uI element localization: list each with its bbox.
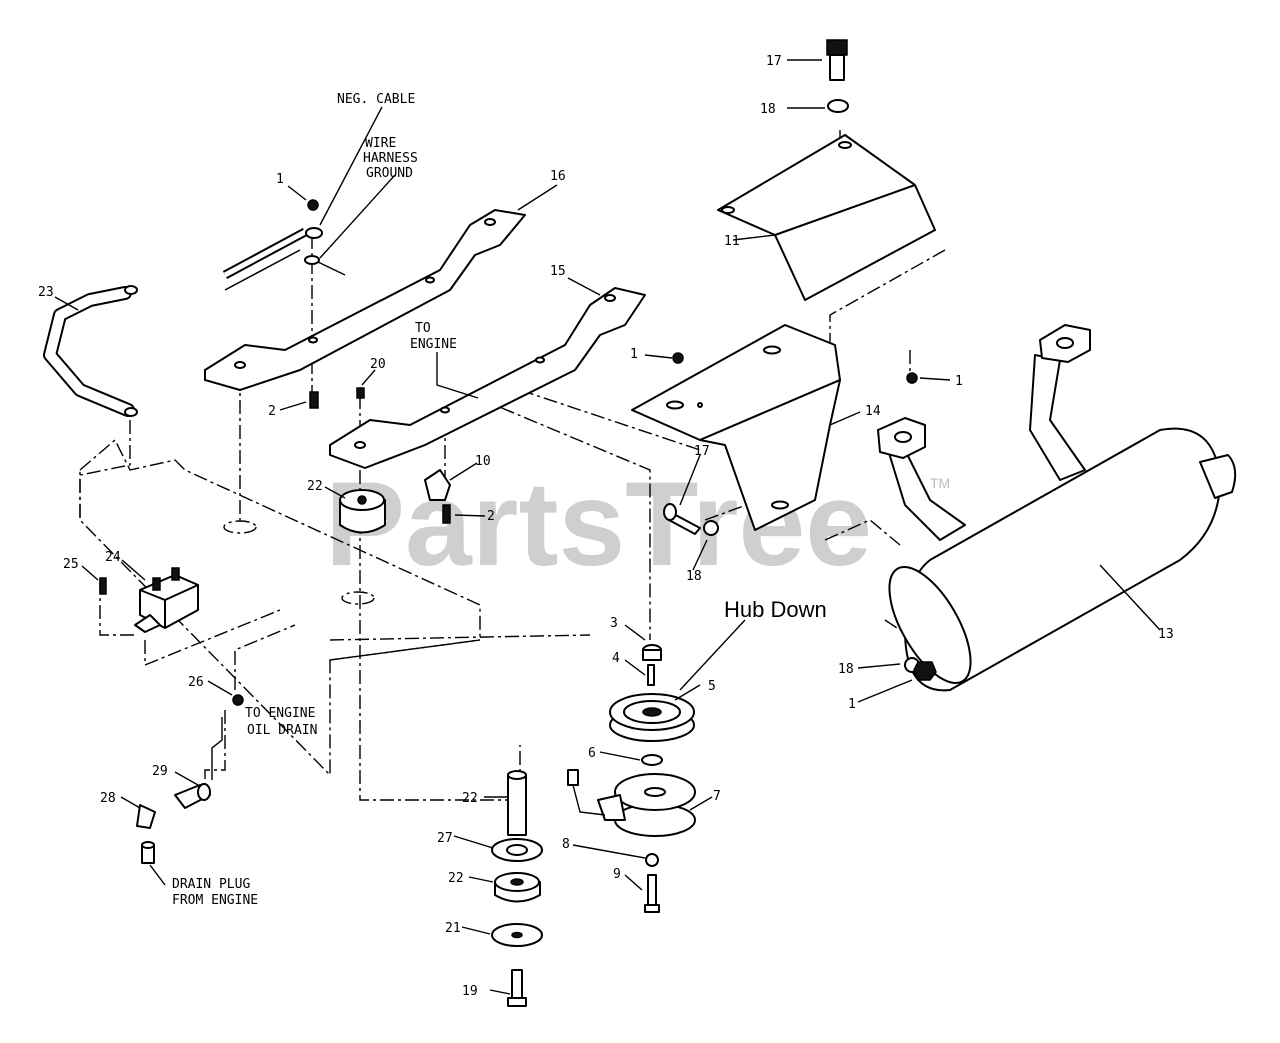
frame-outline xyxy=(79,438,481,777)
negative-cable-and-harness xyxy=(222,227,346,291)
note-wire-harness-3: GROUND xyxy=(366,166,413,181)
note-drain-plug-1: DRAIN PLUG xyxy=(172,877,250,892)
part-15-mounting-bracket xyxy=(329,287,646,469)
callout: 25 xyxy=(63,557,79,572)
callout: 10 xyxy=(475,454,491,469)
part-13-muffler xyxy=(877,324,1237,692)
callout: 28 xyxy=(100,791,116,806)
part-22-isolator-upper xyxy=(339,489,386,534)
callout: 23 xyxy=(38,285,54,300)
callout: 8 xyxy=(562,837,570,852)
callout: 22 xyxy=(448,871,464,886)
part-24-solenoid xyxy=(134,567,199,633)
note-hub-down: Hub Down xyxy=(724,597,827,622)
callout: 6 xyxy=(588,746,596,761)
note-drain-plug-2: FROM ENGINE xyxy=(172,893,258,908)
callout: 2 xyxy=(487,509,495,524)
callout: 13 xyxy=(1158,627,1174,642)
callout: 1 xyxy=(276,172,284,187)
note-oil-drain-2: OIL DRAIN xyxy=(247,723,317,738)
callout: 17 xyxy=(694,444,710,459)
callout-leaders xyxy=(54,59,1161,995)
callout: 18 xyxy=(838,662,854,677)
note-neg-cable: NEG. CABLE xyxy=(337,92,415,107)
callout: 4 xyxy=(612,651,620,666)
callout: 11 xyxy=(724,234,740,249)
callout-numbers: 17 18 16 11 1 23 15 1 1 20 2 14 10 22 17… xyxy=(38,54,1174,999)
callout: 19 xyxy=(462,984,478,999)
callout: 21 xyxy=(445,921,461,936)
callout: 5 xyxy=(708,679,716,694)
part-23-battery-cable xyxy=(43,285,138,417)
callout: 1 xyxy=(955,374,963,389)
part-14-shield xyxy=(631,324,841,531)
callout: 17 xyxy=(766,54,782,69)
callout: 2 xyxy=(268,404,276,419)
note-oil-drain-1: TO ENGINE xyxy=(245,706,315,721)
note-to-engine-1: TO xyxy=(415,321,431,336)
part-22-27-21-19-isolator-stack xyxy=(491,770,543,1007)
callout: 26 xyxy=(188,675,204,690)
part-16-mounting-bracket xyxy=(204,209,526,391)
callout: 7 xyxy=(713,789,721,804)
note-wire-harness-2: HARNESS xyxy=(363,151,418,166)
note-to-engine-2: ENGINE xyxy=(410,337,457,352)
callout: 29 xyxy=(152,764,168,779)
part-11-shield xyxy=(717,134,936,301)
part-5-pulley-7-clutch xyxy=(567,644,696,913)
callout: 22 xyxy=(462,791,478,806)
callout: 24 xyxy=(105,550,121,565)
callout: 18 xyxy=(760,102,776,117)
callout: 20 xyxy=(370,357,386,372)
annotations: NEG. CABLE WIRE HARNESS GROUND TO ENGINE… xyxy=(172,92,827,908)
callout: 1 xyxy=(848,697,856,712)
callout: 18 xyxy=(686,569,702,584)
note-wire-harness-1: WIRE xyxy=(365,136,396,151)
callout: 9 xyxy=(613,867,621,882)
callout: 1 xyxy=(630,347,638,362)
callout: 14 xyxy=(865,404,881,419)
callout: 27 xyxy=(437,831,453,846)
callout: 3 xyxy=(610,616,618,631)
callout: 15 xyxy=(550,264,566,279)
callout: 22 xyxy=(307,479,323,494)
part-28-29-drain-hose xyxy=(136,783,211,864)
hardware xyxy=(99,39,937,706)
watermark-trademark: TM xyxy=(930,475,950,491)
callout: 16 xyxy=(550,169,566,184)
